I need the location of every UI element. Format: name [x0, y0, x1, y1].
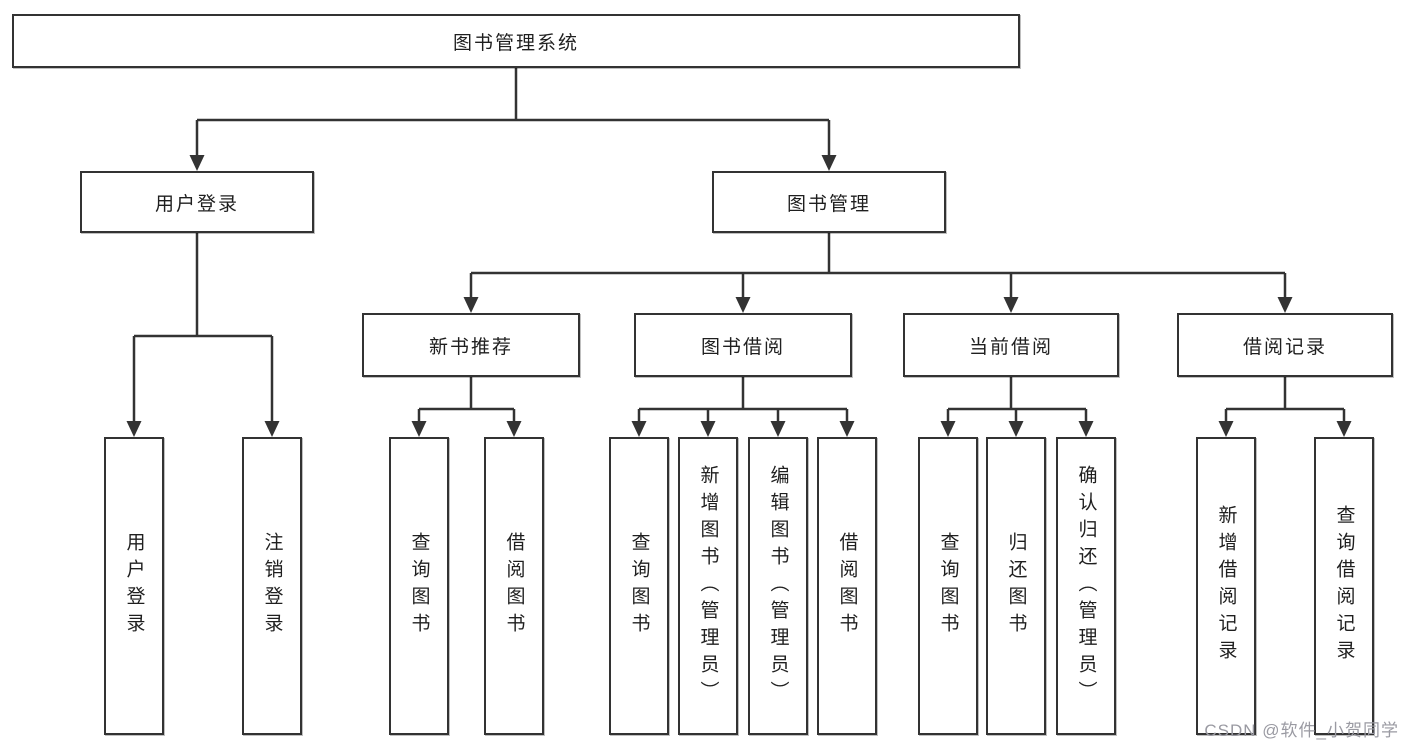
node-label: 用户登录: [123, 532, 145, 640]
node-label: 新增图书（管理员）: [697, 464, 719, 708]
csdn-watermark: CSDN @软件_小贺同学: [1204, 721, 1399, 740]
node-label: 归还图书: [1005, 532, 1027, 640]
node-label: 借阅图书: [503, 532, 525, 640]
node-label: 图书管理: [786, 193, 871, 215]
leaf-add-borrow-record: 新增借阅记录: [1196, 437, 1256, 735]
node-current-borrowing: 当前借阅: [903, 313, 1119, 377]
node-label: 新增借阅记录: [1215, 505, 1237, 667]
node-label: 图书借阅: [700, 336, 785, 358]
node-label: 注销登录: [261, 532, 283, 640]
node-label: 借阅记录: [1242, 336, 1327, 358]
node-label: 当前借阅: [968, 336, 1053, 358]
leaf-query-books-borrowing: 查询图书: [609, 437, 669, 735]
node-book-management: 图书管理: [712, 171, 946, 233]
leaf-return-books: 归还图书: [986, 437, 1046, 735]
node-user-login: 用户登录: [80, 171, 314, 233]
node-label: 借阅图书: [836, 532, 858, 640]
leaf-query-books-current: 查询图书: [918, 437, 978, 735]
node-label: 用户登录: [154, 193, 239, 215]
leaf-query-books-recommend: 查询图书: [389, 437, 449, 735]
node-label: 新书推荐: [428, 336, 513, 358]
node-root-library-management-system: 图书管理系统: [12, 14, 1020, 68]
node-label: 查询图书: [408, 532, 430, 640]
leaf-logout: 注销登录: [242, 437, 302, 735]
leaf-borrow-books-recommend: 借阅图书: [484, 437, 544, 735]
node-label: 查询图书: [937, 532, 959, 640]
node-label: 查询图书: [628, 532, 650, 640]
leaf-user-login: 用户登录: [104, 437, 164, 735]
node-label: 编辑图书（管理员）: [767, 464, 789, 708]
node-label: 确认归还（管理员）: [1075, 464, 1097, 708]
leaf-confirm-return-admin: 确认归还（管理员）: [1056, 437, 1116, 735]
arrowheads: [126, 155, 1352, 437]
node-book-borrowing: 图书借阅: [634, 313, 852, 377]
node-label: 图书管理系统: [452, 32, 579, 54]
leaf-query-borrow-record: 查询借阅记录: [1314, 437, 1374, 735]
leaf-edit-books-admin: 编辑图书（管理员）: [748, 437, 808, 735]
node-new-book-recommendation: 新书推荐: [362, 313, 580, 377]
leaf-borrow-books: 借阅图书: [817, 437, 877, 735]
node-label: 查询借阅记录: [1333, 505, 1355, 667]
leaf-add-books-admin: 新增图书（管理员）: [678, 437, 738, 735]
node-borrowing-records: 借阅记录: [1177, 313, 1393, 377]
